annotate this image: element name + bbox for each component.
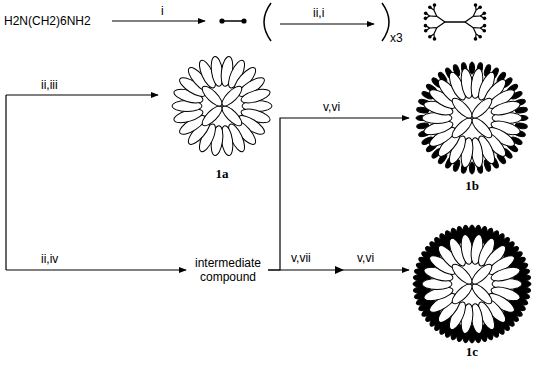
- end-group: [478, 5, 482, 9]
- end-group: [428, 35, 432, 39]
- core-arm: [449, 95, 474, 120]
- dendron-arm: [490, 99, 522, 118]
- dendron-branch: [473, 10, 476, 16]
- reagent-label: ii,i: [312, 6, 325, 20]
- end-group: [428, 5, 432, 9]
- dendron-arm: [490, 265, 522, 284]
- branch-line: [5, 95, 6, 270]
- reaction-arrow: [268, 118, 409, 270]
- end-group: [433, 37, 437, 41]
- core-arm: [199, 83, 224, 108]
- repeat-bracket: [264, 3, 271, 41]
- core-end: [219, 18, 224, 23]
- starting-compound: H2N(CH2)6NH2: [4, 14, 91, 28]
- node-text: 1b: [410, 178, 534, 193]
- node-text: H2N(CH2)6NH2: [4, 14, 91, 28]
- reagent-label: ii,iv: [40, 252, 59, 266]
- dendron-core: [445, 21, 465, 23]
- reaction-arrow: [6, 269, 186, 270]
- repeat-bracket: [382, 3, 389, 41]
- dendron-branch: [434, 28, 437, 34]
- dendron-branch: [465, 22, 473, 28]
- reaction-arrow: [112, 20, 205, 21]
- core-end: [241, 18, 246, 23]
- arrow-head: [335, 266, 344, 274]
- reaction-arrow: [280, 23, 374, 24]
- dendrimer-1c: 1c: [410, 224, 534, 359]
- dendron-branch: [465, 16, 473, 22]
- end-group: [482, 29, 486, 33]
- end-group: [424, 29, 428, 33]
- core-arm: [469, 261, 494, 286]
- dendron-branch: [473, 15, 480, 17]
- end-group: [474, 37, 478, 41]
- end-group: [474, 3, 478, 7]
- end-group: [424, 17, 428, 21]
- core-arm: [449, 115, 474, 140]
- core-arm: [449, 281, 474, 306]
- intermediate-compound: intermediate compound: [188, 252, 268, 288]
- reagent-label: x3: [389, 31, 404, 45]
- end-group: [483, 17, 487, 21]
- dendron-branch: [430, 27, 437, 29]
- core-arm: [469, 281, 494, 306]
- dendron-branch: [473, 28, 476, 34]
- dendron-branch: [437, 22, 445, 28]
- end-group: [483, 24, 487, 28]
- reagent-label: ii,iii: [40, 78, 59, 92]
- end-group: [469, 62, 474, 74]
- core-arm: [469, 95, 494, 120]
- end-group: [424, 11, 428, 15]
- reagent-label: v,vi: [356, 251, 375, 265]
- dendrimer-1a: 1a: [160, 46, 284, 181]
- dendrimer-1b: 1b: [410, 58, 534, 193]
- node-text: intermediate compound: [188, 256, 268, 284]
- dendrimer-drawing: [412, 224, 532, 344]
- end-group: [424, 24, 428, 28]
- dendron-arm: [240, 87, 272, 106]
- reagent-label: v,vii: [290, 251, 312, 265]
- node-text: 1a: [160, 166, 284, 181]
- end-group: [478, 35, 482, 39]
- dendron-branch: [430, 15, 437, 17]
- core-arm: [469, 115, 494, 140]
- reagent-label: i: [160, 4, 165, 18]
- node-text: 1c: [410, 344, 534, 359]
- end-group: [469, 162, 474, 174]
- reaction-arrow: [6, 94, 158, 95]
- core-arm: [219, 83, 244, 108]
- dendron-branch: [473, 27, 480, 29]
- dendron-branch: [434, 10, 437, 16]
- end-group: [433, 3, 437, 7]
- diamine-core: [222, 20, 244, 22]
- dendrimer-drawing: [162, 46, 282, 166]
- reagent-label: v,vi: [322, 100, 341, 114]
- dendron-branch: [437, 16, 445, 22]
- core-arm: [199, 103, 224, 128]
- dendrimer-g3: [424, 3, 487, 40]
- dendrimer-drawing: [412, 58, 532, 178]
- core-arm: [449, 261, 474, 286]
- end-group: [482, 11, 486, 15]
- core-arm: [219, 103, 244, 128]
